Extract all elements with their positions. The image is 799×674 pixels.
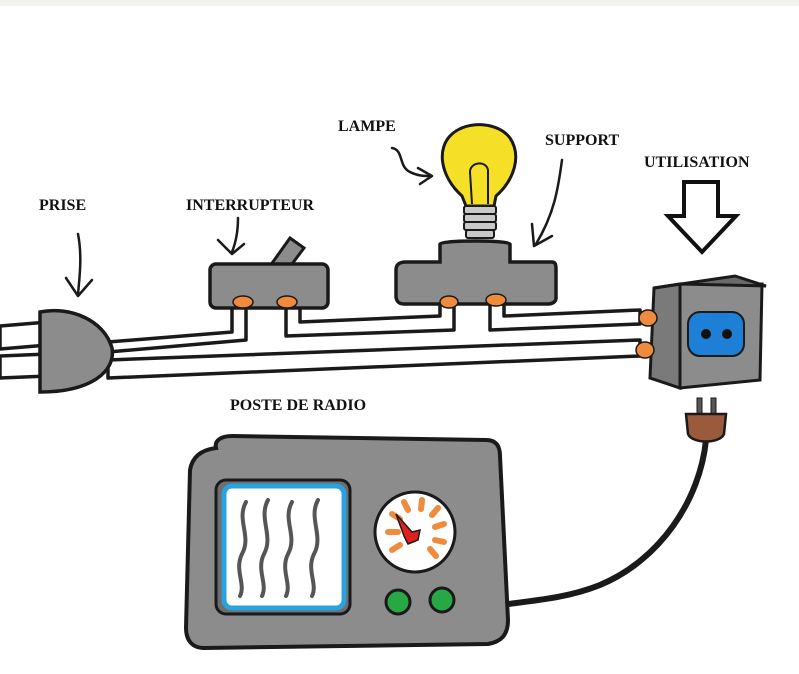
switch-body <box>208 262 330 310</box>
outlet-hole-right <box>722 329 732 339</box>
radio-plug-body <box>684 412 728 443</box>
bulb-glass <box>440 123 518 208</box>
support-body <box>394 239 558 306</box>
outlet-socket <box>687 311 745 357</box>
label-prise: PRISE <box>39 197 86 214</box>
switch <box>208 235 330 310</box>
switch-terminal-left <box>232 295 254 309</box>
label-lampe: LAMPE <box>338 118 396 135</box>
support-to-outlet-wire <box>488 300 642 332</box>
radio-plug-prong-right <box>710 397 717 415</box>
top-wire <box>106 304 248 354</box>
label-interrupteur: INTERRUPTEUR <box>186 197 314 214</box>
plug-body <box>38 309 115 394</box>
lamp-support <box>394 123 558 309</box>
radio-waves <box>237 498 320 598</box>
outlet-terminal-top <box>638 309 658 327</box>
bulb-screw <box>463 205 497 239</box>
radio-knob-left <box>384 588 412 616</box>
top-border <box>0 0 799 6</box>
radio <box>183 433 511 651</box>
outlet-side <box>648 282 682 391</box>
plug <box>38 309 115 394</box>
prise-pointer-arrow-icon <box>64 232 94 298</box>
pointer-arrows <box>64 146 564 298</box>
radio-plug-prong-left <box>696 397 703 415</box>
utilisation-arrow-icon <box>663 180 741 255</box>
outlet-terminal-bottom <box>635 341 655 359</box>
radio-knob-right <box>428 586 456 614</box>
radio-cable <box>507 439 709 607</box>
lampe-pointer-arrow-icon <box>390 146 434 186</box>
support-terminal-right <box>485 293 507 307</box>
label-utilisation: UTILISATION <box>644 154 750 171</box>
outlet <box>635 274 767 443</box>
label-support: SUPPORT <box>545 132 619 149</box>
switch-terminal-right <box>276 295 298 309</box>
bulb-filament <box>468 162 489 205</box>
support-pointer-arrow-icon <box>530 158 564 248</box>
label-poste-radio: POSTE DE RADIO <box>230 397 366 414</box>
outlet-top <box>653 274 767 290</box>
outlet-hole-left <box>701 329 711 339</box>
interrupteur-pointer-arrow-icon <box>216 216 246 256</box>
radio-dial-needle <box>395 513 421 545</box>
support-terminal-left <box>439 295 459 309</box>
wires <box>0 300 709 607</box>
